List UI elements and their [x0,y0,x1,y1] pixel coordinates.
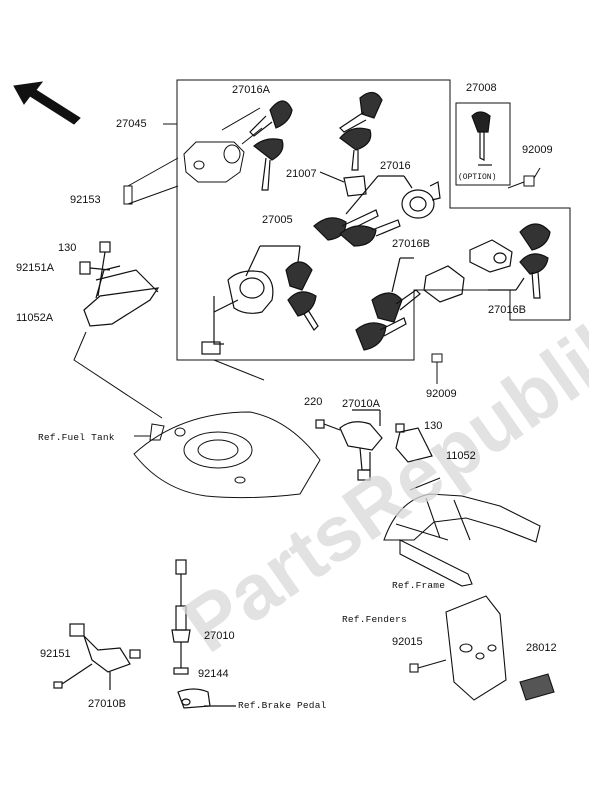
label-27010: 27010 [204,630,235,642]
switch-27010A [315,409,433,481]
lock-body-27016A [183,107,263,183]
label-92151A: 92151A [16,262,54,274]
label-27016A: 27016A [232,84,270,96]
label-27016B-middle: 27016B [392,238,430,250]
label-92153: 92153 [70,194,101,206]
label-27016B-right: 27016B [488,304,526,316]
ignition-switch-27005 [201,245,319,355]
screw-92009-top [507,167,541,189]
brake-switch-27010 [171,559,236,709]
switch-27010B [53,623,141,690]
label-27045: 27045 [116,118,147,130]
key-pair-27016A [249,100,293,191]
option-key-icon [471,111,492,166]
label-92009-mid: 92009 [426,388,457,400]
label-11052: 11052 [446,450,476,462]
bolt-92153 [123,157,179,205]
label-28012: 28012 [526,642,557,654]
frame-ref-part [383,477,541,587]
label-92009-top: 92009 [522,144,553,156]
label-27005: 27005 [262,214,293,226]
front-arrow-icon [13,81,81,125]
label-220: 220 [304,396,323,408]
label-92015: 92015 [392,636,423,648]
label-92144: 92144 [198,668,229,680]
label-130-mid: 130 [424,420,443,432]
label-130-top: 130 [58,242,77,254]
label-11052A: 11052A [16,312,54,324]
key-pair-21007 [319,91,383,197]
label-21007: 21007 [286,168,317,180]
bracket-11052A [79,241,160,327]
label-27016: 27016 [380,160,411,172]
ref-fuel-tank: Ref.Fuel Tank [38,432,115,443]
label-27010B: 27010B [88,698,126,710]
screw-92009-mid [431,353,443,384]
ref-frame: Ref.Frame [392,580,446,591]
option-box-27008 [455,102,511,186]
fender-ref-part [409,595,555,701]
label-27010A: 27010A [342,398,380,410]
ref-fenders: Ref.Fenders [342,614,407,625]
key-pair-27016 [313,175,441,247]
lock-block-27016B [423,223,551,303]
label-27008: 27008 [466,82,497,94]
ref-brake-pedal: Ref.Brake Pedal [238,700,327,711]
key-pair-27016B-middle [355,257,421,351]
label-92151: 92151 [40,648,71,660]
option-note: (OPTION) [458,173,497,182]
fuel-tank-ref-part [133,411,321,499]
assembly-outline-27045 [176,79,571,361]
